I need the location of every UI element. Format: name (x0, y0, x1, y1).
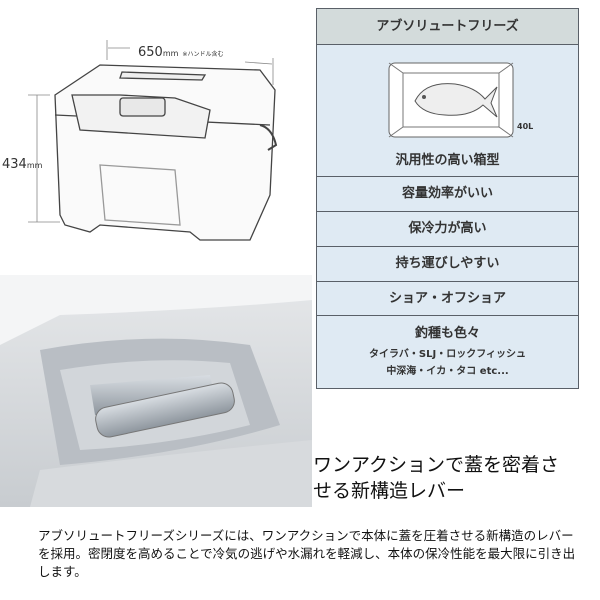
feature-row: ショア・オフショア (317, 281, 578, 315)
height-label: 434mm (2, 157, 43, 172)
feature-row: 持ち運びしやすい (317, 246, 578, 281)
feature-row: 40L 汎用性の高い箱型 (317, 44, 578, 176)
feature-row: 容量効率がいい (317, 176, 578, 211)
width-label: 650mm※ハンドル含む (138, 45, 223, 60)
fish-in-cooler-icon: 40L (388, 62, 533, 138)
caption-line: ワンアクションで蓋を密着さ (313, 454, 560, 476)
description-text: アブソリュートフリーズシリーズには、ワンアクションで本体に蓋を圧着させる新構造の… (38, 528, 576, 579)
fishing-types-line: タイラバ・SLJ・ロックフィッシュ (369, 349, 526, 360)
table-header: アブソリュートフリーズ (317, 9, 578, 44)
feature-label: 汎用性の高い箱型 (395, 153, 500, 168)
lever-handle-photo (0, 275, 312, 507)
svg-text:40L: 40L (517, 122, 533, 131)
caption-line: せる新構造レバー (313, 480, 466, 502)
cooler-dimension-diagram: 650mm※ハンドル含む 434mm (2, 40, 278, 241)
feature-label: 釣種も色々 (414, 326, 480, 341)
feature-table: アブソリュートフリーズ 40L 汎用性の高い箱型 容量効率がいい 保冷力が高い … (316, 8, 579, 389)
feature-row: 保冷力が高い (317, 211, 578, 246)
fishing-types-line: 中深海・イカ・タコ etc... (386, 366, 509, 377)
feature-row: 釣種も色々 タイラバ・SLJ・ロックフィッシュ 中深海・イカ・タコ etc... (317, 315, 578, 389)
